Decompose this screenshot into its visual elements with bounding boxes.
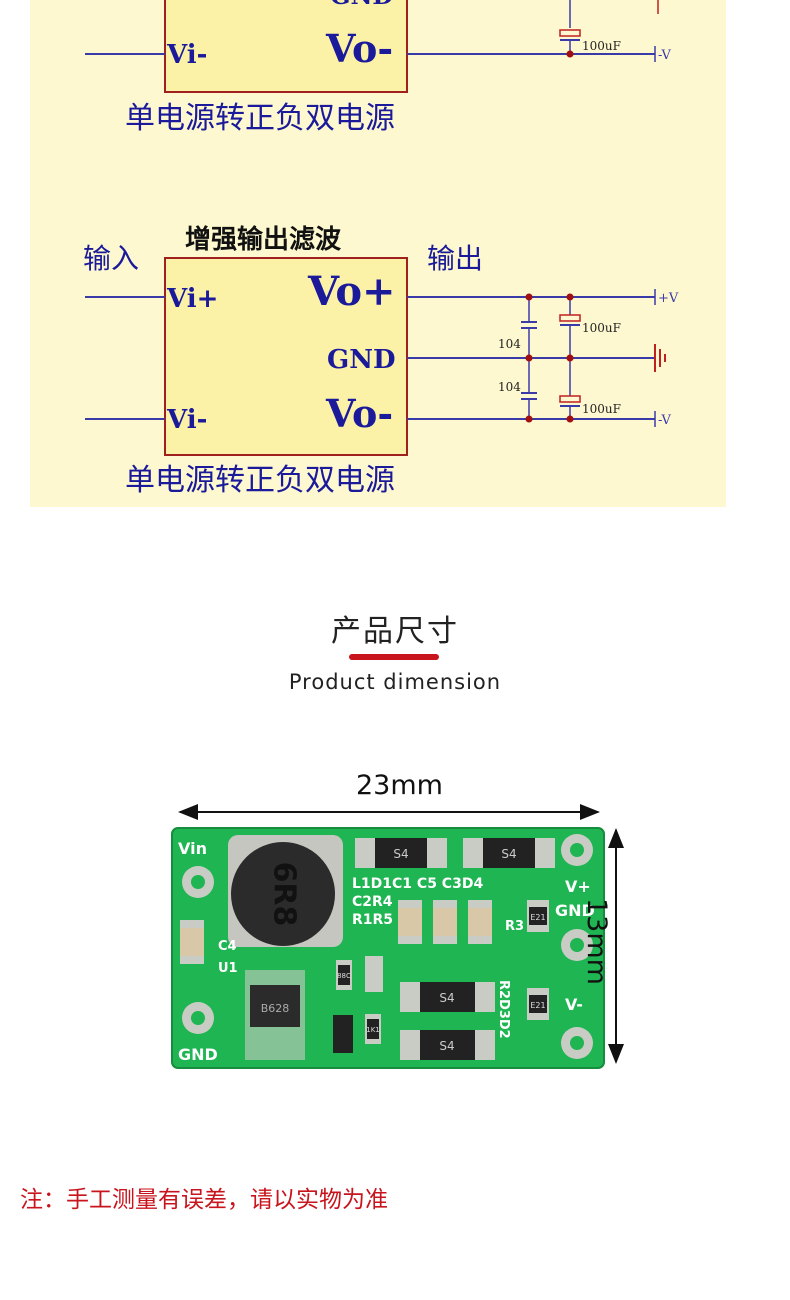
diode-mid [400,982,495,1012]
vo-plus-label: Vo+ [307,268,396,315]
silk-row3: R1R5 [352,912,393,928]
silk-u1: U1 [218,961,238,976]
vi-minus-label-top: Vi- [166,40,207,70]
section-title-cn: 产品尺寸 [331,614,459,649]
pad-gnd-right [561,929,593,961]
capacitor-c4 [180,920,204,964]
diode-label-2: S4 [501,847,516,861]
silk-gnd-right: GND [555,901,595,920]
cap-104-label-bottom: 104 [498,380,521,394]
ground-symbol [654,344,666,372]
input-label: 输入 [83,242,139,275]
section-title-en: Product dimension [288,670,502,694]
silk-gnd-left: GND [178,1045,218,1064]
silk-row1: L1D1C1 C5 C3D4 [352,876,483,892]
diode-label-3: S4 [439,991,454,1005]
cap-100uf-label-top: 100uF [582,321,621,335]
output-label: 输出 [427,242,483,275]
board-dimension-figure: 6R8 S4 S4 S4 S4 E21 E21 88C 1K1 B628 Vin… [171,804,624,1069]
vo-minus-label: Vo- [325,391,393,436]
out-pos-label: +V [658,291,679,306]
inductor-label: 6R8 [267,862,302,927]
out-neg-label: -V [658,413,671,428]
caption-top: 单电源转正负双电源 [125,101,395,136]
converter-box-top [164,0,408,93]
diode-top-right [463,838,555,868]
capacitor-c3 [468,900,492,944]
height-dimension-label: 13mm [581,898,612,985]
capacitor-c5 [433,900,457,944]
capacitor-small [365,956,383,992]
silk-c4: C4 [218,939,237,954]
capacitor-c1 [398,900,422,944]
pad-vminus [561,1027,593,1059]
pad-vin [182,866,214,898]
section-title-underline [349,654,439,660]
resistor-r2 [527,988,549,1020]
resistor-1k1 [365,1014,381,1044]
silk-row2: C2R4 [352,894,393,910]
ceramic-capacitor-bottom [521,358,537,419]
silk-r2d3d2: R2D3D2 [496,980,511,1039]
vi-minus-label: Vi- [166,405,207,435]
transistor-small [333,1015,353,1053]
schematic-heading: 增强输出滤波 [185,224,342,255]
diode-label-4: S4 [439,1039,454,1053]
vo-minus-label-top: Vo- [325,26,393,71]
ceramic-capacitor-top [521,297,537,358]
silk-vin: Vin [178,839,207,858]
caption-main: 单电源转正负双电源 [125,463,395,498]
pad-gnd-left [182,1002,214,1034]
vi-plus-label: Vi+ [166,284,218,314]
cap-100uf-label-bottom: 100uF [582,402,621,416]
chip-u1 [245,970,305,1060]
silk-r3: R3 [505,919,524,934]
gnd-pin-label: GND [327,345,396,375]
silk-vplus: V+ [565,877,591,896]
out-neg-label-top: -V [658,48,671,63]
converter-box-main [164,257,408,456]
chip-u1-marking: B628 [261,1002,290,1015]
resistor-88c [336,960,352,990]
resistor-r3-code: E21 [530,913,545,922]
measurement-note: 注：手工测量有误差，请以实物为准 [20,1187,388,1213]
resistor-r2-code: E21 [530,1001,545,1010]
cap-label-top: 100uF [582,39,621,53]
diode-top-left [355,838,447,868]
resistor-r3 [527,900,549,932]
diode-bottom [400,1030,495,1060]
width-dimension-label: 23mm [356,770,443,801]
schematic-panel: GND Vi- Vo- 100uF -V 单电源转正负双电源 增强输出滤波 输入… [30,0,726,507]
electrolytic-capacitor-top [559,297,581,358]
diode-label-1: S4 [393,847,408,861]
schematic-diagram: GND Vi- Vo- 100uF -V 单电源转正负双电源 增强输出滤波 输入… [83,0,679,498]
cap-104-label-top: 104 [498,337,521,351]
resistor-1k1-code: 1K1 [366,1026,380,1034]
gnd-pin-label-top: GND [330,0,393,10]
inductor [228,835,343,947]
silk-vminus: V- [565,995,583,1014]
resistor-88c-code: 88C [337,972,351,980]
pad-vplus [561,834,593,866]
electrolytic-capacitor-bottom [559,358,581,419]
